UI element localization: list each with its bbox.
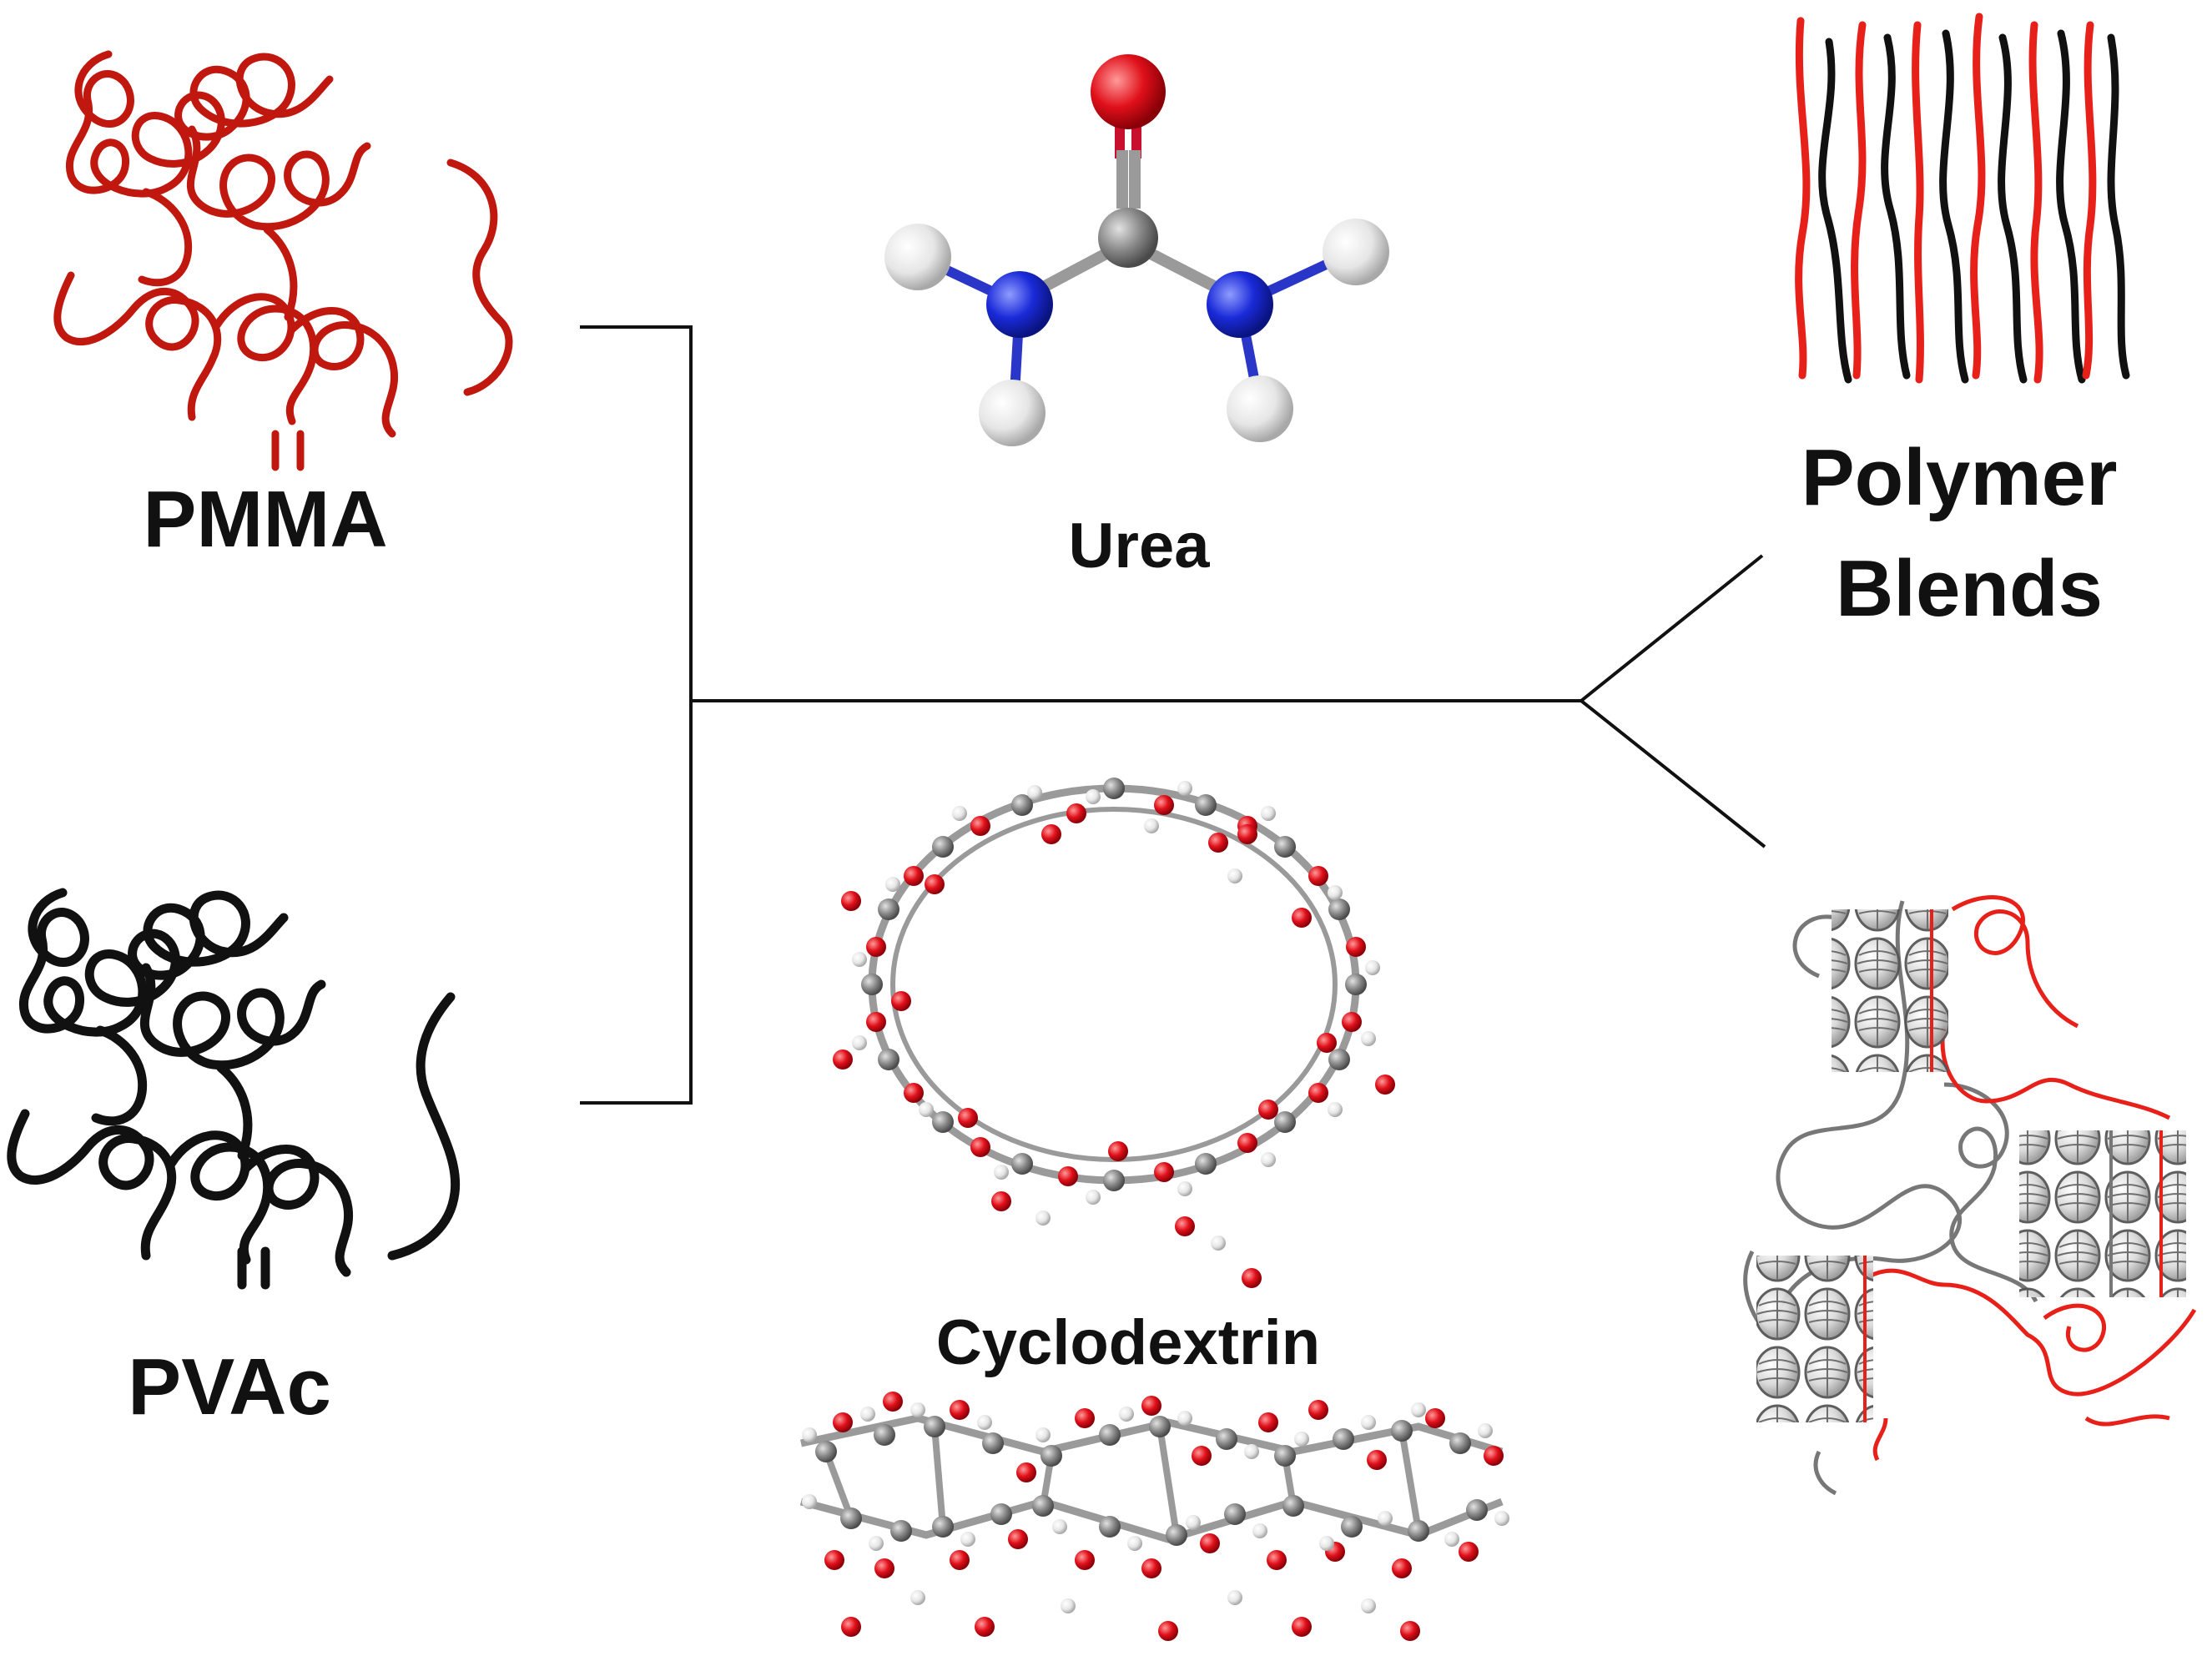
inclusion-complex-image — [1743, 895, 2197, 1496]
polymer-blends-label-line2: Blends — [1836, 544, 2103, 633]
oxygen-atom — [1091, 54, 1166, 129]
hydrogen-atom — [1323, 219, 1389, 285]
pvac-label: PVAc — [128, 1342, 331, 1432]
polymer-blends-image — [1795, 13, 2130, 384]
nitrogen-atom — [986, 271, 1053, 338]
urea-label: Urea — [1069, 511, 1211, 581]
urea-molecule — [884, 54, 1389, 446]
hydrogen-atom — [1227, 375, 1293, 442]
cyclodextrin-label: Cyclodextrin — [936, 1307, 1320, 1378]
carbon-atom — [1098, 208, 1158, 268]
polymer-blends-label-line1: Polymer — [1801, 433, 2118, 522]
connector-lines — [580, 325, 1766, 1105]
pmma-coil-image — [53, 50, 513, 471]
hydrogen-atom — [979, 380, 1046, 446]
branch-upper — [1580, 554, 1764, 702]
branch-lower — [1580, 699, 1766, 848]
hydrogen-atom — [884, 224, 951, 290]
cyclodextrin-ring-image — [833, 778, 1395, 1288]
left-bracket — [580, 325, 693, 1105]
pmma-label: PMMA — [143, 475, 387, 564]
nitrogen-atom — [1207, 271, 1273, 338]
cyclodextrin-side-image — [799, 1392, 1509, 1641]
pvac-coil-image — [7, 888, 461, 1290]
